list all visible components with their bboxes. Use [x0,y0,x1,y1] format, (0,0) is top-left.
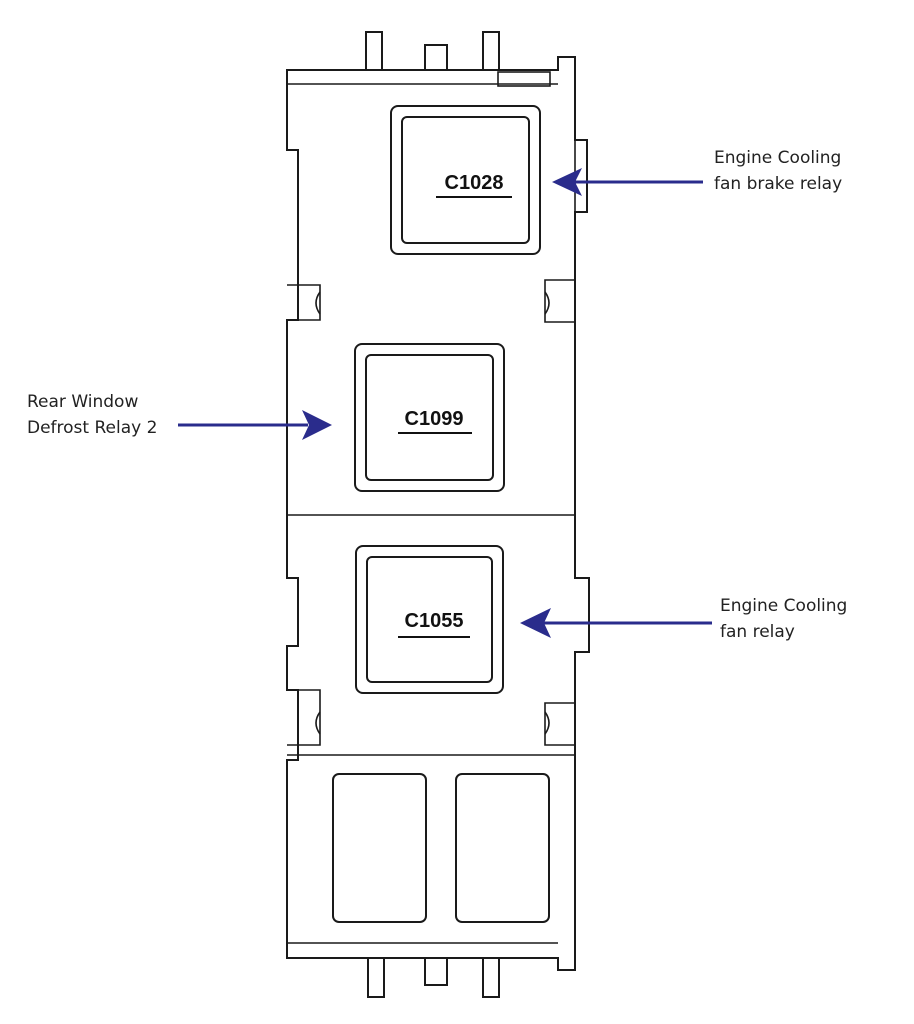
empty-relay-slots [332,773,550,923]
callout-c1099: Rear Window Defrost Relay 2 [27,389,157,441]
relay-code-label: C1055 [405,610,464,632]
callout-line: fan brake relay [714,174,843,194]
callout-line: Engine Cooling [720,596,848,616]
callout-line: Defrost Relay 2 [27,418,158,438]
callout-arrows [178,168,712,638]
relay-c1055[interactable]: C1055 [355,545,504,694]
relay-code-label: C1099 [405,408,464,430]
callout-line: fan relay [720,622,795,642]
relay-c1028[interactable]: C1028 [390,105,541,255]
top-pins [365,31,500,73]
empty-slot-left [332,773,427,923]
callout-c1055: Engine Cooling fan relay [720,593,847,645]
bottom-pins [367,954,500,998]
empty-slot-right [455,773,550,923]
relay-box-body [286,56,590,971]
body-details [287,71,576,944]
relay-code-label: C1028 [445,172,504,194]
relay-c1099[interactable]: C1099 [354,343,505,492]
callout-line: Engine Cooling [714,148,842,168]
callout-line: Rear Window [27,392,139,412]
callout-c1028: Engine Cooling fan brake relay [714,145,842,197]
